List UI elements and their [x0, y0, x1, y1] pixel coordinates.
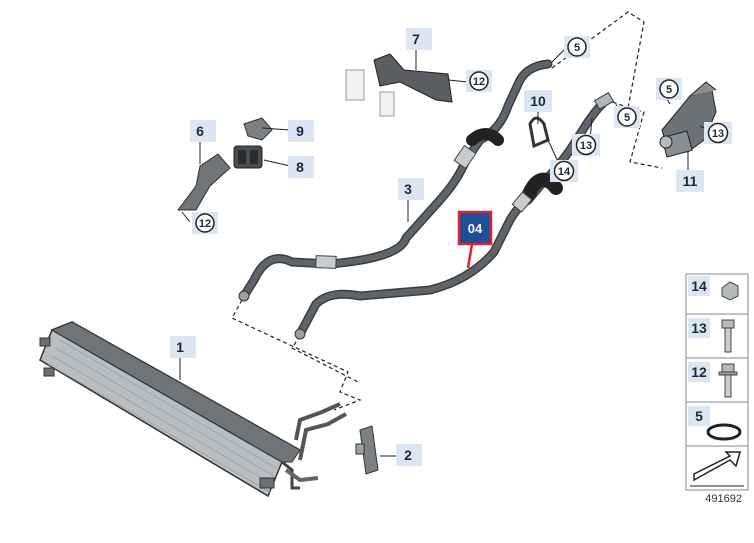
svg-text:04: 04 — [468, 221, 483, 236]
clamp-part-10 — [528, 116, 550, 149]
svg-text:9: 9 — [296, 123, 304, 139]
part-label-9: 9 — [288, 120, 314, 142]
part-label-6: 6 — [190, 120, 216, 142]
clip-part-9 — [243, 117, 273, 141]
svg-text:12: 12 — [473, 76, 485, 88]
thermostat-housing-part-11 — [659, 81, 717, 158]
svg-text:13: 13 — [580, 140, 592, 152]
bracket-part-2 — [355, 425, 379, 475]
callout-12-left: 12 — [192, 212, 218, 234]
nut-icon — [721, 281, 739, 301]
svg-text:8: 8 — [296, 159, 304, 175]
part-label-1: 1 — [170, 336, 196, 358]
svg-text:3: 3 — [404, 181, 412, 197]
svg-text:5: 5 — [695, 408, 703, 424]
direction-arrow-icon — [690, 451, 744, 487]
legend-row-bolt-13: 13 — [688, 318, 735, 353]
callout-14: 14 — [550, 160, 578, 182]
callout-5-top: 5 — [564, 36, 590, 58]
dashed-connection-lines — [231, 11, 663, 411]
svg-text:12: 12 — [691, 364, 707, 380]
svg-text:5: 5 — [624, 112, 630, 124]
svg-text:13: 13 — [691, 320, 707, 336]
svg-text:5: 5 — [574, 42, 580, 54]
callout-13-middle: 13 — [572, 134, 600, 156]
bracket-part-7 — [345, 53, 453, 117]
svg-text:7: 7 — [412, 31, 420, 47]
bolt-icon — [721, 319, 735, 353]
part-label-10: 10 — [524, 90, 552, 112]
bracket-part-6 — [177, 153, 231, 211]
part-label-11: 11 — [676, 170, 704, 192]
flange-bolt-icon — [718, 363, 738, 398]
callout-5-right: 5 — [656, 78, 682, 100]
svg-text:11: 11 — [683, 173, 698, 189]
svg-text:6: 6 — [196, 123, 204, 139]
svg-text:13: 13 — [712, 128, 724, 140]
svg-text:5: 5 — [666, 84, 672, 96]
part-label-7: 7 — [406, 28, 432, 50]
svg-text:1: 1 — [176, 339, 184, 355]
legend-row-nut: 14 — [688, 276, 739, 301]
svg-text:14: 14 — [558, 166, 571, 178]
o-ring-icon — [706, 423, 742, 441]
part-label-2: 2 — [396, 444, 422, 466]
callout-13-right: 13 — [704, 122, 732, 144]
callout-12-top: 12 — [466, 70, 492, 92]
legend-row-bolt-12: 12 — [688, 362, 738, 398]
callout-5-middle: 5 — [614, 106, 640, 128]
fastener-legend: 14 13 12 5 — [685, 273, 749, 491]
part-label-3: 3 — [398, 178, 424, 200]
svg-text:14: 14 — [691, 278, 707, 294]
legend-row-o-ring: 5 — [688, 406, 742, 441]
part-label-8: 8 — [288, 156, 314, 178]
diagram-reference-number: 491692 — [705, 493, 742, 505]
transmission-oil-cooler — [39, 321, 347, 498]
oil-hose-part-3 — [238, 59, 553, 302]
svg-text:10: 10 — [530, 93, 546, 109]
oil-hose-part-4 — [294, 91, 615, 340]
highlight-callout-04: 04 — [457, 210, 493, 269]
clip-part-8 — [233, 145, 263, 169]
svg-text:2: 2 — [404, 447, 412, 463]
svg-text:12: 12 — [199, 218, 211, 230]
